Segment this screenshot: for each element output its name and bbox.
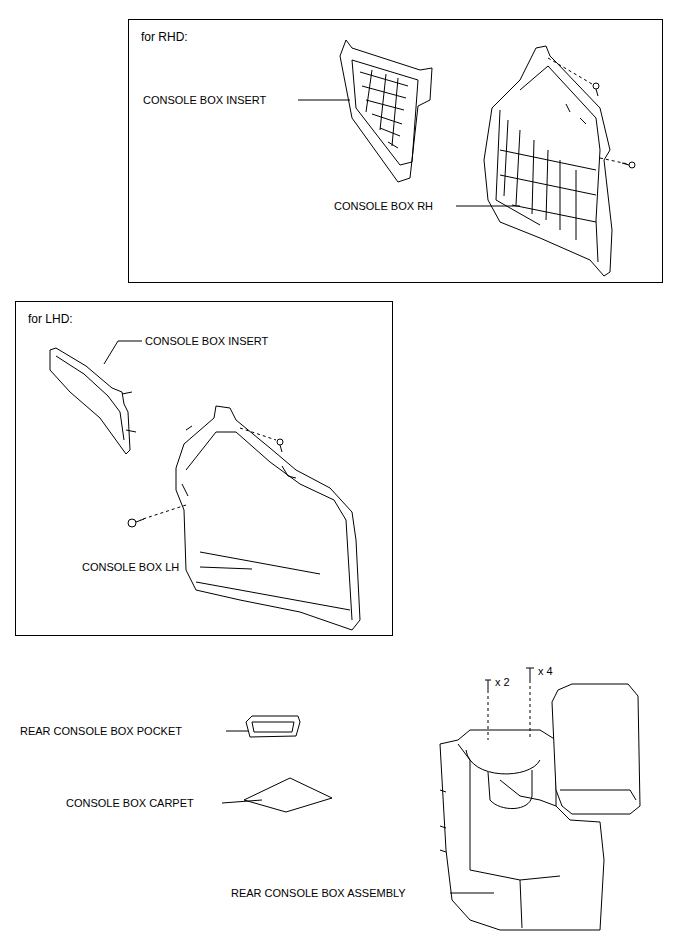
rhd-console-box-insert: [340, 40, 432, 182]
variant-frame: for RHD:: [128, 19, 663, 283]
part-name: CONSOLE BOX INSERT: [144, 335, 269, 348]
part-name: CONSOLE BOX RH: [333, 200, 434, 213]
lhd-console-box-insert: [50, 348, 136, 454]
rear-console-box-assembly: [440, 668, 640, 930]
rear-console-box-pocket: [246, 716, 300, 737]
part-name: CONSOLE BOX INSERT: [142, 94, 267, 107]
part-name: REAR CONSOLE BOX ASSEMBLY: [230, 887, 407, 900]
rhd-console-box-rh: [484, 46, 635, 276]
frame-heading: for LHD:: [28, 312, 73, 326]
quantity-note: x 2: [494, 676, 511, 689]
quantity-note: x 4: [537, 665, 554, 678]
part-name: REAR CONSOLE BOX POCKET: [19, 725, 183, 738]
lhd-console-box-lh: [128, 406, 360, 630]
leader-lines: [104, 100, 520, 893]
variant-frame: for LHD:: [15, 301, 393, 636]
frame-heading: for RHD:: [141, 30, 188, 44]
part-name: CONSOLE BOX LH: [81, 561, 180, 574]
console-box-carpet: [244, 778, 332, 812]
part-name: CONSOLE BOX CARPET: [65, 797, 195, 810]
